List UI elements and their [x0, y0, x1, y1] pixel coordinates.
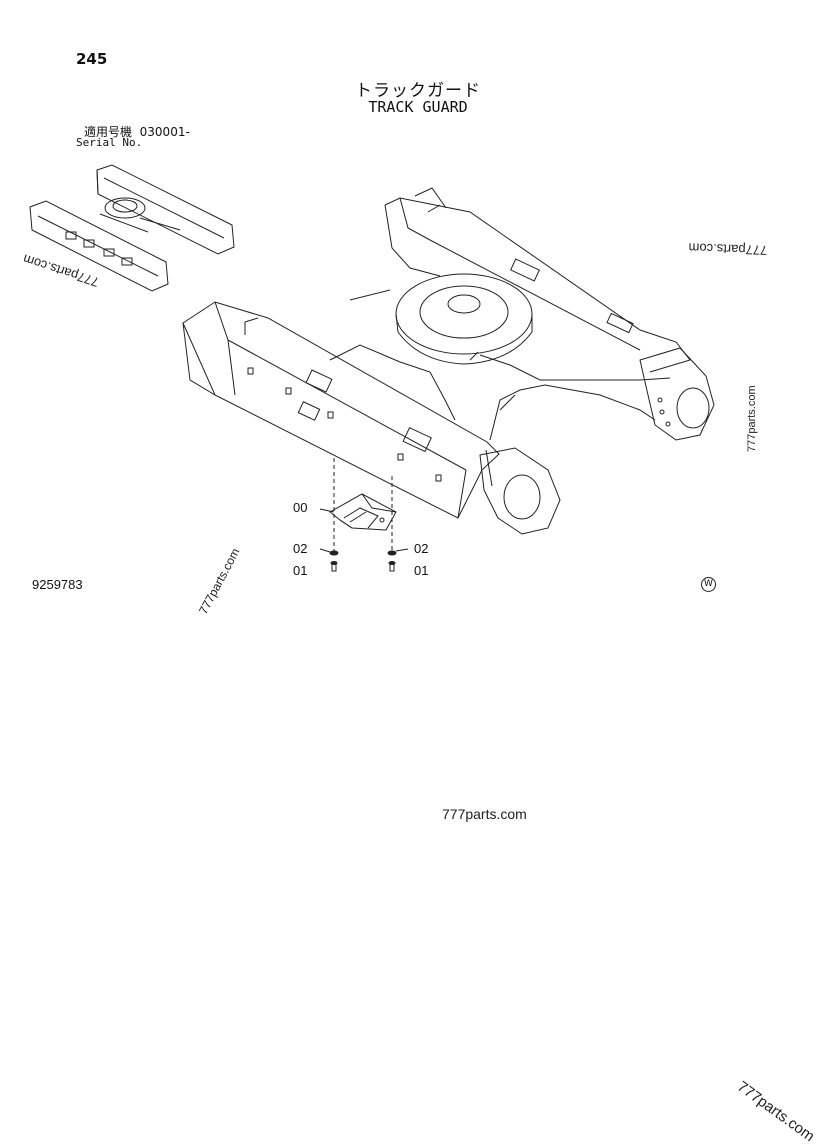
thumbnail-shoes	[66, 232, 132, 265]
watermark-2: 777parts.com	[688, 240, 768, 258]
track-guard-part	[330, 494, 396, 530]
callout-02-right: 02	[414, 541, 429, 556]
leader-lines-solid	[320, 509, 408, 552]
leader-lines	[334, 458, 392, 552]
serial-applicability: 適用号機 030001-	[84, 123, 190, 140]
serial-label-japanese: 適用号機	[84, 125, 133, 139]
callout-02-left: 02	[293, 541, 308, 556]
page-number: 245	[76, 50, 108, 68]
fasteners	[330, 551, 396, 571]
watermark-5: 777parts.com	[442, 806, 527, 822]
w-mark-icon: W	[701, 577, 716, 592]
overview-thumbnail	[30, 165, 234, 291]
title-english: TRACK GUARD	[368, 98, 468, 116]
callout-00: 00	[293, 500, 308, 515]
title-japanese: トラックガード	[355, 81, 481, 101]
track-frame-diagram	[0, 0, 800, 1132]
callout-01-left: 01	[293, 563, 308, 578]
lower-frame	[183, 188, 714, 534]
drawing-number: 9259783	[32, 577, 83, 592]
serial-value: 030001-	[139, 125, 190, 139]
callout-01-right: 01	[414, 563, 429, 578]
watermark-3: 777parts.com	[746, 385, 758, 452]
serial-label-english: Serial No.	[76, 136, 143, 149]
